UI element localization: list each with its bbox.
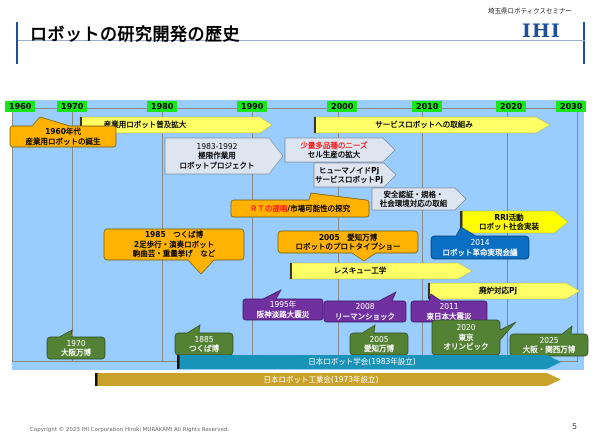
extreme-line3: ロボットプロジェクト bbox=[179, 160, 255, 170]
tsukuba-line1: 1985 つくば博 bbox=[144, 230, 204, 240]
year-label-1980: 1980 bbox=[147, 101, 178, 112]
aichi-line2: ロボットのプロトタイプショー bbox=[295, 242, 401, 251]
rsj-label: 日本ロボット学会(1983年設立) bbox=[308, 357, 416, 367]
callout-2014-robot-revolution: 2014 ロボット革命実現会議 bbox=[430, 226, 530, 260]
copyright-notice: Copyright © 2023 IHI Corporation Hiroki … bbox=[30, 427, 230, 433]
callout-2005-aichi-expo-green: 2005 愛知万博 bbox=[349, 324, 409, 356]
humanoid-line1: ヒューマノイドPj bbox=[318, 165, 380, 175]
arrow-decommissioning-project: 廃炉対応Pj bbox=[427, 282, 581, 300]
jara-label: 日本ロボット工業会(1973年設立) bbox=[263, 374, 379, 384]
tohoku-line2: 東日本大震災 bbox=[426, 311, 472, 321]
callout-2011-tohoku-earthquake: 2011 東日本大震災 bbox=[410, 292, 488, 323]
osaka25-line2: 大阪・関西万博 bbox=[522, 345, 576, 354]
osaka70-line2: 大阪万博 bbox=[61, 348, 91, 357]
osaka25-line1: 2025 bbox=[539, 335, 559, 345]
callout-1995-hanshin-earthquake: 1995年 阪神淡路大震災 bbox=[242, 289, 324, 321]
hanshin-line1: 1995年 bbox=[269, 300, 297, 310]
lehman-line1: 2008 bbox=[355, 302, 375, 312]
arrow-rri-activity: RRI活動 ロボット社会実装 bbox=[459, 210, 569, 234]
arrow-extreme-work-project: 1983-1992 極限作業用 ロボットプロジェクト bbox=[164, 137, 284, 175]
arrow-humanoid-project: ヒューマノイドPj サービスロボットPj bbox=[313, 162, 397, 188]
callout-2005-aichi-expo: 2005 愛知万博 ロボットのプロトタイプショー bbox=[277, 230, 419, 262]
callout-1970-osaka-expo: 1970 大阪万博 bbox=[46, 329, 106, 360]
arrow-high-mix-needs: 少量多品種のニーズ セル生産の拡大 bbox=[284, 137, 396, 163]
tsukuba-line3: 駒曲芸・重量挙げ など bbox=[132, 249, 216, 259]
humanoid-line2: サービスロボットPj bbox=[314, 175, 384, 184]
callout-rt-proposal: ＲＴの提唱/市場可能性の探究 bbox=[230, 192, 370, 218]
callout-2020-tokyo-olympics: 2020 東京 オリンピック bbox=[431, 319, 517, 356]
arrow-industrial-spread-label: 産業用ロボット普及拡大 bbox=[103, 120, 187, 130]
tokyo-line1: 2020 bbox=[456, 323, 476, 333]
lehman-line2: リーマンショック bbox=[335, 311, 395, 321]
rescue-label: レスキュー工学 bbox=[333, 266, 387, 276]
ihi-logo: IHI bbox=[522, 20, 561, 42]
gridline-2020 bbox=[507, 108, 508, 362]
year-label-2000: 2000 bbox=[327, 101, 358, 112]
page-title: ロボットの研究開発の歴史 bbox=[30, 25, 240, 45]
callout-2025-osaka-kansai-expo: 2025 大阪・関西万博 bbox=[509, 325, 589, 357]
gridline-2010 bbox=[422, 108, 423, 362]
tokyo-line3: オリンピック bbox=[443, 342, 489, 352]
safety-line2: 社会環境対応の取組 bbox=[379, 199, 448, 208]
bar-robotics-society-of-japan: 日本ロボット学会(1983年設立) bbox=[177, 355, 561, 369]
tsukuba85-line1: 1885 bbox=[194, 334, 214, 344]
year-label-2030: 2030 bbox=[556, 101, 587, 112]
header-accent-right bbox=[583, 22, 585, 64]
gridline-1970 bbox=[72, 108, 73, 362]
rri-line1: RRI活動 bbox=[494, 212, 524, 222]
page-number: 5 bbox=[572, 422, 578, 431]
tokyo-line2: 東京 bbox=[458, 332, 474, 342]
aichi-line1: 2005 愛知万博 bbox=[318, 232, 378, 242]
callout-2008-lehman-shock: 2008 リーマンショック bbox=[323, 291, 407, 323]
header-divider bbox=[18, 40, 585, 41]
tohoku-line1: 2011 bbox=[439, 302, 459, 312]
year-label-1960: 1960 bbox=[5, 101, 36, 112]
callout-1960s-line1: 1960年代 bbox=[45, 127, 81, 137]
aichi05-line2: 愛知万博 bbox=[364, 344, 394, 353]
gridline-1990 bbox=[252, 108, 253, 362]
needs-line2: セル生産の拡大 bbox=[307, 150, 361, 159]
callout-1960s-line2: 産業用ロボットの誕生 bbox=[25, 136, 101, 146]
callout-1960s-birth: 1960年代 産業用ロボットの誕生 bbox=[9, 116, 117, 148]
rri-line2: ロボット社会実装 bbox=[479, 222, 539, 231]
callout-1985-tsukuba-expo-green: 1885 つくば博 bbox=[174, 324, 234, 356]
arrow-service-robot: サービスロボットへの取組み bbox=[313, 116, 551, 134]
osaka70-line1: 1970 bbox=[66, 338, 86, 348]
aichi05-line1: 2005 bbox=[369, 334, 389, 344]
year-label-1990: 1990 bbox=[237, 101, 268, 112]
needs-line1: 少量多品種のニーズ bbox=[300, 140, 368, 150]
safety-line1: 安全認証・規格・ bbox=[383, 189, 444, 199]
revolution-line1: 2014 bbox=[470, 238, 490, 248]
extreme-line2: 極限作業用 bbox=[198, 151, 236, 161]
arrow-safety-standards: 安全認証・規格・ 社会環境対応の取組 bbox=[371, 187, 467, 211]
year-label-2010: 2010 bbox=[412, 101, 443, 112]
arrow-service-robot-label: サービスロボットへの取組み bbox=[375, 120, 473, 130]
rt-label-rest: /市場可能性の探究 bbox=[287, 204, 351, 213]
hanshin-line2: 阪神淡路大震災 bbox=[256, 309, 310, 319]
header-accent-left bbox=[16, 22, 18, 64]
arrow-rescue-engineering: レスキュー工学 bbox=[289, 262, 473, 280]
revolution-line2: ロボット革命実現会議 bbox=[442, 247, 518, 257]
callout-1985-tsukuba-expo: 1985 つくば博 2足歩行・演奏ロボット 駒曲芸・重量挙げ など bbox=[103, 228, 245, 275]
bar-japan-robot-association: 日本ロボット工業会(1973年設立) bbox=[95, 373, 561, 386]
year-label-1970: 1970 bbox=[57, 101, 88, 112]
decommission-label: 廃炉対応Pj bbox=[478, 286, 518, 296]
year-label-2020: 2020 bbox=[496, 101, 527, 112]
extreme-line1: 1983-1992 bbox=[196, 141, 238, 151]
tsukuba-line2: 2足歩行・演奏ロボット bbox=[133, 239, 215, 249]
tsukuba85-line2: つくば博 bbox=[189, 344, 219, 353]
rt-label-red: ＲＴの提唱 bbox=[249, 204, 288, 213]
seminar-label: 埼玉県ロボティクスセミナー bbox=[488, 7, 572, 15]
